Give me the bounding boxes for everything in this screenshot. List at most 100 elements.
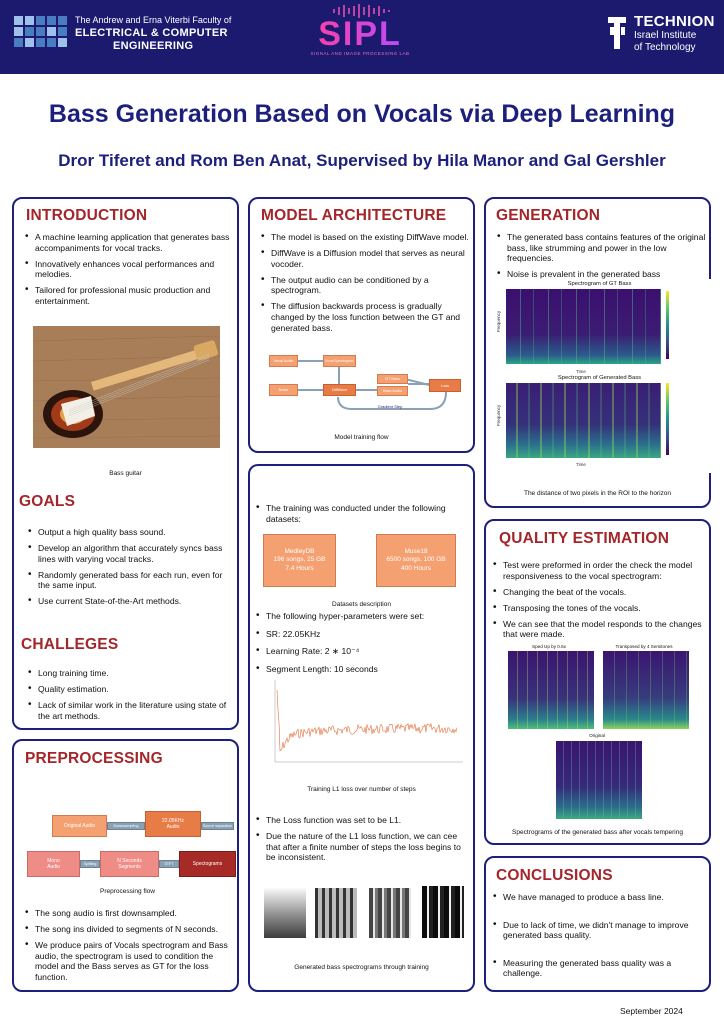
bass-audio-box: Bass Audio: [377, 386, 408, 396]
list-item: Test were preformed in order the check t…: [491, 560, 707, 581]
technion-name: TECHNION: [634, 13, 715, 30]
gen-spectrogram-plot: Spectrogram of Generated Bass Frequency …: [486, 375, 713, 473]
waveform-icon: [333, 4, 390, 18]
gt-ylabel: Frequency: [496, 310, 502, 333]
list-item: Due the nature of the L1 loss function, …: [254, 831, 468, 863]
technion-line2: of Technology: [634, 42, 696, 53]
list-item: Randomly generated bass for each run, ev…: [26, 570, 236, 591]
source-sep-arrow: Source separation: [201, 822, 234, 830]
quality-caption: Spectrograms of the generated bass after…: [512, 829, 683, 836]
conclusions-panel: CONCLUSIONS We have managed to produce a…: [484, 856, 711, 992]
list-item: We produce pairs of Vocals spectrogram a…: [23, 940, 235, 982]
list-item: We have managed to produce a bass line.: [491, 892, 707, 903]
list-item: Learning Rate: 2 ∗ 10⁻⁴: [254, 646, 468, 657]
list-item: The generated bass contains features of …: [495, 232, 707, 264]
loss-curve-plot: [274, 680, 463, 763]
introduction-list: A machine learning application that gene…: [23, 232, 233, 312]
poster-date: September 2024: [620, 1006, 683, 1016]
gen-plot-title: Spectrogram of Generated Bass: [557, 375, 642, 381]
diffwave-box: DiffWave: [323, 384, 356, 396]
list-item: Output a high quality bass sound.: [26, 527, 236, 538]
ece-line1: The Andrew and Erna Viterbi Faculty of: [75, 15, 232, 25]
original-spectrogram: [556, 741, 642, 819]
gt-spectrogram: [506, 289, 661, 364]
list-item: Segment Length: 10 seconds: [254, 664, 468, 675]
preprocessing-heading: PREPROCESSING: [25, 750, 163, 767]
gradient-step-label: Gradient Step: [377, 404, 403, 409]
list-item: Transposing the tones of the vocals.: [491, 603, 707, 614]
datasets-caption: Datasets description: [332, 601, 391, 608]
list-item: The song audio is first downsampled.: [23, 908, 235, 919]
gen-colorbar: [666, 383, 669, 455]
generation-heading: GENERATION: [496, 207, 601, 224]
loss-caption: Training L1 loss over number of steps: [307, 786, 416, 793]
gt-plot-title: Spectrogram of GT Bass: [567, 281, 632, 287]
generation-list: The generated bass contains features of …: [495, 232, 707, 285]
gt-bass-box: GT Bass: [377, 374, 408, 384]
gen-xlabel: Time: [576, 462, 586, 467]
preprocessing-panel: PREPROCESSING Original Audio Downsamplin…: [12, 739, 239, 992]
dataset-detail: 6500 songs, 100 GB: [386, 556, 446, 564]
gt-spectrogram-plot: Spectrogram of GT Bass Frequency Time: [486, 279, 713, 381]
list-item: Due to lack of time, we didn't manage to…: [491, 920, 707, 941]
list-item: The training was conducted under the fol…: [254, 503, 468, 524]
list-item: The model is based on the existing DiffW…: [259, 232, 471, 243]
training-spectrogram-4: [422, 886, 464, 938]
list-item: A machine learning application that gene…: [23, 232, 233, 253]
model-architecture-panel: MODEL ARCHITECTURE The model is based on…: [248, 197, 475, 453]
poster-title: Bass Generation Based on Vocals via Deep…: [48, 100, 676, 128]
technion-logo: TECHNION Israel Institute of Technology: [606, 14, 715, 54]
list-item: The song ins divided to segments of N se…: [23, 924, 235, 935]
bass-guitar-image: [33, 326, 220, 448]
hyperparams-list: The following hyper-parameters were set:…: [254, 611, 468, 680]
list-item: The following hyper-parameters were set:: [254, 611, 468, 622]
sipl-subtitle: SIGNAL AND IMAGE PROCESSING LAB: [310, 51, 410, 56]
audio-rate-box: 22.05KHz Audio: [145, 811, 201, 837]
generation-panel: GENERATION The generated bass contains f…: [484, 197, 713, 508]
mono-audio-label: Mono Audio: [47, 858, 60, 870]
list-item: Long training time.: [26, 668, 236, 679]
dataset-detail: 7.4 Hours: [285, 564, 314, 572]
ece-squares-icon: [14, 16, 67, 53]
goals-heading: GOALS: [19, 493, 76, 510]
gen-spectrogram: [506, 383, 661, 458]
list-item: Lack of similar work in the literature u…: [26, 700, 236, 721]
gt-colorbar: [666, 291, 669, 359]
sipl-wordmark: SIPL: [310, 17, 410, 51]
training-intro-list: The training was conducted under the fol…: [254, 503, 468, 530]
ece-faculty-logo: The Andrew and Erna Viterbi Faculty of E…: [14, 14, 231, 53]
list-item: Innovatively enhances vocal performances…: [23, 259, 233, 280]
list-item: Changing the beat of the vocals.: [491, 587, 707, 598]
list-item: Develop an algorithm that accurately syn…: [26, 543, 236, 564]
original-audio-box: Original Audio: [52, 815, 107, 837]
training-spectrogram-2: [315, 888, 357, 938]
spectrograms-box: Spectograms: [179, 851, 236, 877]
header-banner: The Andrew and Erna Viterbi Faculty of E…: [0, 0, 724, 74]
preprocessing-caption: Preprocessing flow: [100, 888, 155, 895]
list-item: Use current State-of-the-Art methods.: [26, 596, 236, 607]
list-item: DiffWave is a Diffusion model that serve…: [259, 248, 471, 269]
segments-label: N Seconds Segments: [117, 858, 142, 870]
challenges-list: Long training time. Quality estimation. …: [26, 668, 236, 727]
dataset-detail: 196 songs, 25 GB: [273, 556, 326, 564]
list-item: Noise is prevalent in the generated bass: [495, 269, 707, 280]
segments-box: N Seconds Segments: [100, 851, 159, 877]
stft-arrow: STFT: [159, 860, 179, 868]
list-item: The output audio can be conditioned by a…: [259, 275, 471, 296]
original-title: Original: [589, 733, 605, 738]
quality-heading: QUALITY ESTIMATION: [499, 530, 670, 547]
downsample-arrow: Downsampling: [107, 822, 145, 830]
sped-up-title: Sped Up by 0.5x: [532, 644, 566, 649]
loss-list: The Loss function was set to be L1. Due …: [254, 815, 468, 868]
intro-goals-panel: INTRODUCTION A machine learning applicat…: [12, 197, 239, 730]
gen-ylabel: Frequency: [496, 404, 502, 427]
ece-line3: ENGINEERING: [113, 40, 194, 52]
list-item: We can see that the model responds to th…: [491, 619, 707, 640]
dataset-name: Muse18: [404, 547, 428, 555]
vocal-audio-box: Vocal Audio: [269, 355, 298, 367]
training-spectrogram-3: [369, 888, 411, 938]
training-spectrograms-caption: Generated bass spectrograms through trai…: [294, 964, 429, 971]
quality-panel: QUALITY ESTIMATION Test were preformed i…: [484, 519, 711, 845]
sped-up-spectrogram: [508, 651, 594, 729]
model-heading: MODEL ARCHITECTURE: [261, 207, 447, 224]
